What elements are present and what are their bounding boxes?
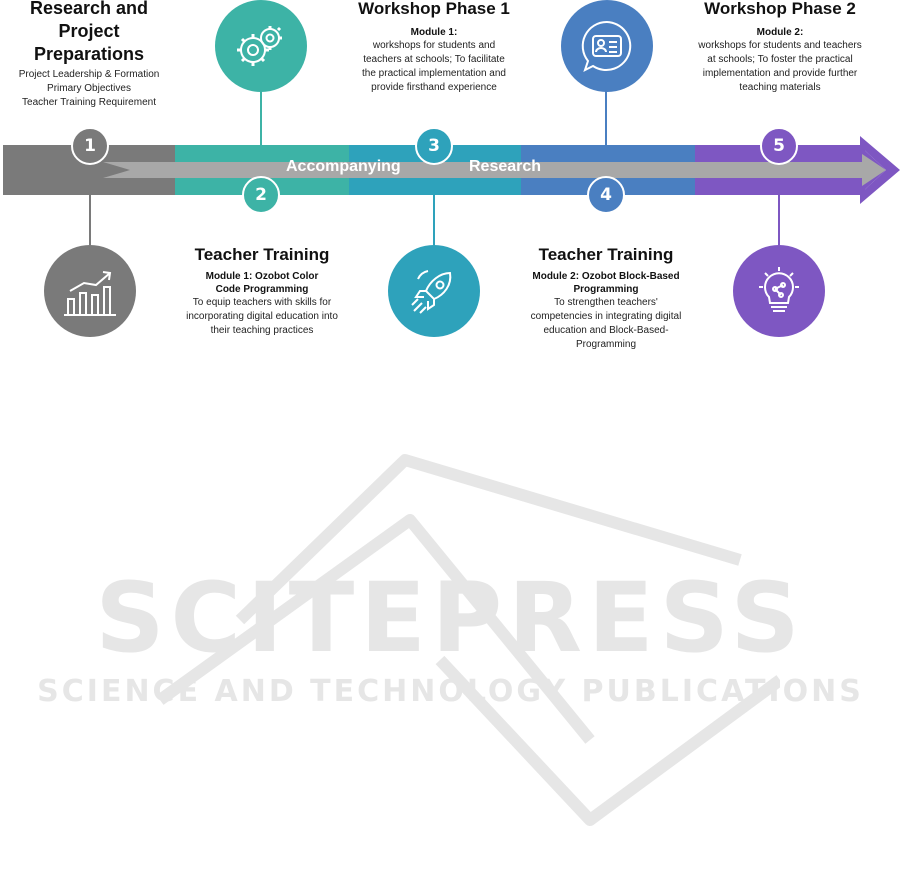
step-3-module: Module 1: xyxy=(410,27,458,38)
step-3-text: Workshop Phase 1 Module 1: workshops for… xyxy=(350,0,518,95)
step-badge-1: 1 xyxy=(71,127,109,165)
step-5-title: Workshop Phase 2 xyxy=(704,0,856,18)
step-2-module: Module 1: Ozobot Color Code Programming xyxy=(205,271,319,295)
connector-1 xyxy=(89,195,91,245)
scitepress-book-logo xyxy=(156,454,780,826)
step-3-description: workshops for students and teachers at s… xyxy=(362,40,506,93)
step-1-text: Research and Project Preparations Projec… xyxy=(0,0,178,110)
step-badge-3: 3 xyxy=(415,127,453,165)
step-5-text: Workshop Phase 2 Module 2: workshops for… xyxy=(694,0,866,95)
step-3-icon-circle xyxy=(388,245,480,337)
step-4-text: Teacher Training Module 2: Ozobot Block-… xyxy=(524,244,688,352)
banner-accompanying: Accompanying xyxy=(286,158,401,175)
connector-5 xyxy=(778,195,780,245)
connector-4 xyxy=(605,90,607,146)
growth-chart-icon xyxy=(64,271,116,316)
step-5-module: Module 2: xyxy=(756,27,804,38)
lightbulb-icon xyxy=(759,267,799,312)
rocket-icon xyxy=(411,270,452,314)
step-4-title: Teacher Training xyxy=(538,245,674,264)
watermark-tagline: SCIENCE AND TECHNOLOGY PUBLICATIONS xyxy=(37,674,864,709)
step-badge-2: 2 xyxy=(242,176,280,214)
connector-3 xyxy=(433,195,435,245)
step-1-line: Primary Objectives xyxy=(47,83,131,94)
watermark-brand: SCITEPRESS xyxy=(95,562,806,674)
step-2-icon-circle xyxy=(215,0,307,92)
gears-icon xyxy=(237,26,282,66)
step-2-title: Teacher Training xyxy=(194,245,330,264)
step-3-title: Workshop Phase 1 xyxy=(358,0,510,18)
step-1-line: Project Leadership & Formation xyxy=(18,69,160,80)
step-1-line: Teacher Training Requirement xyxy=(22,97,156,108)
step-1-icon-circle xyxy=(44,245,136,337)
step-1-title: Research and Project Preparations xyxy=(29,0,149,64)
step-5-description: workshops for students and teachers at s… xyxy=(698,40,862,93)
step-2-description: To equip teachers with skills for incorp… xyxy=(186,297,338,336)
step-4-icon-circle xyxy=(561,0,653,92)
step-4-description: To strengthen teachers' competencies in … xyxy=(530,297,682,350)
connector-2 xyxy=(260,90,262,146)
banner-research: Research xyxy=(469,158,542,175)
step-badge-4: 4 xyxy=(587,176,625,214)
step-2-text: Teacher Training Module 1: Ozobot Color … xyxy=(180,244,344,338)
id-card-chat-icon xyxy=(581,20,632,72)
step-badge-5: 5 xyxy=(760,127,798,165)
research-arrow xyxy=(103,154,886,186)
step-5-icon-circle xyxy=(733,245,825,337)
step-4-module: Module 2: Ozobot Block-Based Programming xyxy=(532,271,680,295)
